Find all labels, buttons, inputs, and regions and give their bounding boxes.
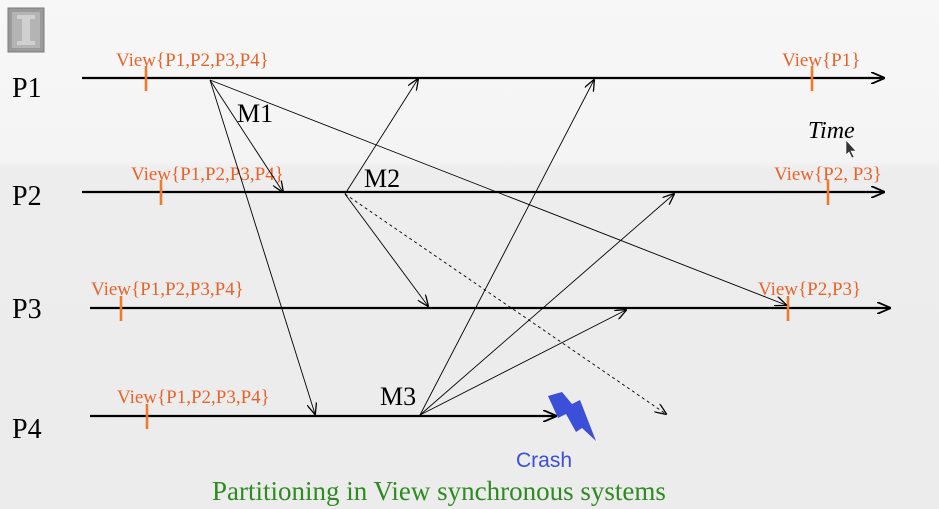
view-label-p4-start: View{P1,P2,P3,P4} bbox=[117, 387, 270, 408]
process-label-p1: P1 bbox=[12, 73, 42, 104]
process-label-p3: P3 bbox=[12, 294, 42, 325]
view-label-p2-start: View{P1,P2,P3,P4} bbox=[131, 164, 284, 185]
view-label-p3-end: View{P2,P3} bbox=[758, 279, 861, 300]
time-label: Time bbox=[808, 118, 855, 144]
process-label-p4: P4 bbox=[12, 414, 42, 445]
view-label-p2-end: View{P2, P3} bbox=[774, 164, 882, 185]
message-arrow-m3-to-p2 bbox=[419, 194, 674, 416]
view-label-p1-end: View{P1} bbox=[782, 50, 860, 71]
mouse-cursor-icon bbox=[845, 139, 857, 159]
slide-caption: Partitioning in View synchronous systems bbox=[212, 476, 666, 506]
message-arrow-m2-to-p3 bbox=[344, 193, 428, 306]
lightning-bolt-icon bbox=[548, 392, 596, 441]
message-arrow-m1-to-p2 bbox=[209, 79, 283, 192]
message-label-m3: M3 bbox=[380, 382, 416, 411]
crash-label: Crash bbox=[516, 449, 572, 472]
message-arrow-m1-to-p4 bbox=[209, 79, 315, 414]
message-arrow-m2-to-p1 bbox=[344, 79, 418, 195]
message-arrow-m1-to-p3 bbox=[209, 79, 786, 305]
view-label-p1-start: View{P1,P2,P3,P4} bbox=[116, 50, 269, 71]
message-arrow-m3-to-p1 bbox=[419, 80, 594, 416]
message-label-m2: M2 bbox=[364, 164, 400, 193]
process-label-p2: P2 bbox=[12, 181, 42, 212]
message-label-m1: M1 bbox=[237, 99, 273, 128]
view-label-p3-start: View{P1,P2,P3,P4} bbox=[91, 279, 244, 300]
message-arrow-m2-to-p4-dashed bbox=[344, 193, 666, 414]
slide-logo-icon bbox=[7, 7, 45, 53]
message-arrow-m3-to-p3 bbox=[419, 310, 626, 416]
